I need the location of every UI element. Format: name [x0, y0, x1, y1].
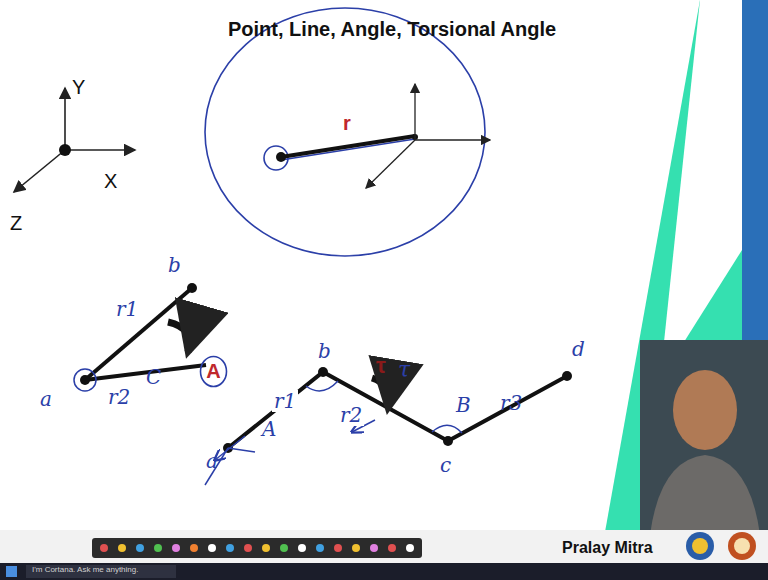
start-button: [6, 566, 17, 577]
point-label: a: [40, 388, 52, 410]
search-hint: I'm Cortana. Ask me anything.: [32, 566, 138, 575]
vector-r: [281, 136, 415, 157]
toolbar-icons: [100, 544, 414, 552]
point-label: a: [206, 450, 218, 472]
length-label: r3: [500, 392, 522, 414]
angle-label: B: [456, 394, 471, 416]
torsion-chain: [205, 367, 572, 485]
decor-band: [600, 0, 768, 560]
institute-logo: [686, 532, 714, 560]
speaker-video: [640, 340, 768, 535]
length-label: r2: [108, 386, 130, 408]
footer-ground: [0, 530, 768, 563]
local-axis: [366, 84, 490, 188]
nptel-logo: [728, 532, 756, 560]
point-label: c: [440, 454, 451, 476]
search-box: [26, 565, 176, 578]
presenter-name: Pralay Mitra: [562, 539, 653, 557]
point-label: d: [572, 338, 585, 360]
axis-label: Z: [10, 212, 22, 234]
axis-label: Y: [72, 76, 85, 98]
angle-label: A: [199, 360, 228, 383]
angle-figure: [74, 283, 206, 391]
length-label: r2: [338, 404, 364, 426]
taskbar: [0, 563, 768, 580]
circled-angle: A: [199, 355, 228, 388]
vector-label: r: [343, 112, 351, 134]
pen-toolbar: [92, 538, 422, 558]
slide-title: Point, Line, Angle, Torsional Angle: [228, 18, 556, 40]
vector-trace: [281, 139, 415, 160]
angle-label: A: [262, 418, 276, 440]
torsion-label: τ: [398, 358, 410, 382]
point-label: b: [318, 340, 331, 362]
point-label: b: [168, 254, 181, 276]
torsion-symbol: τ: [376, 354, 386, 378]
decor-white: [660, 0, 742, 380]
point-circle: [264, 146, 288, 170]
origin-dot: [59, 144, 71, 156]
length-label: r1: [272, 390, 298, 412]
point-label: C: [146, 366, 161, 388]
axis-system: [14, 88, 135, 192]
axis-label: X: [104, 170, 117, 192]
sphere-sketch: [205, 8, 485, 256]
length-label: r1: [116, 298, 138, 320]
